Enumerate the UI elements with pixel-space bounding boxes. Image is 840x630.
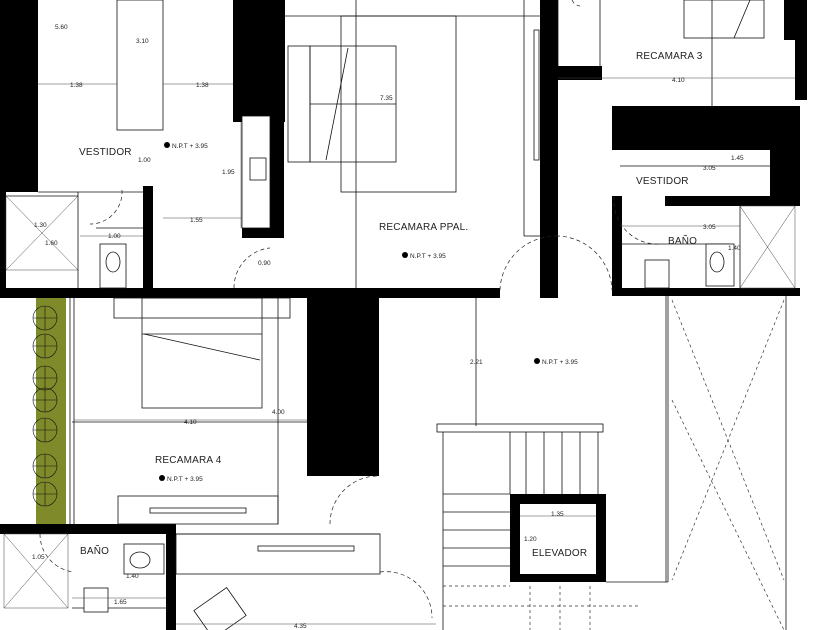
- room-label-bano-1: BAÑO: [80, 544, 109, 557]
- level-markers: N.P.T + 3.95 N.P.T + 3.95 N.P.T + 3.95 N…: [159, 142, 578, 483]
- wall-elev-bottom: [510, 574, 606, 582]
- dim-3-05-b: 3.05: [703, 224, 716, 231]
- armchair: [193, 587, 247, 630]
- dim-1-00-b: 1.00: [108, 233, 121, 240]
- dim-1-65: 1.65: [114, 599, 127, 606]
- wall-vestidor-ppal: [233, 0, 285, 122]
- wardrobe-strip: [533, 29, 540, 161]
- svg-text:N.P.T + 3.95: N.P.T + 3.95: [542, 359, 578, 366]
- wall-bano1-right: [166, 524, 176, 630]
- planter: [32, 298, 66, 524]
- headboard-recamara-4: [113, 297, 291, 319]
- dim-1-38-a: 1.38: [70, 82, 83, 89]
- room-label-recamara-3: RECAMARA 3: [636, 51, 703, 62]
- wall-left-mid: [0, 190, 6, 290]
- sink-bano-2: [644, 259, 670, 289]
- dim-4-35: 4.35: [294, 623, 307, 630]
- vanity-sink: [249, 157, 267, 181]
- lower-cabinet: [175, 533, 381, 575]
- wall-mid-right: [612, 288, 800, 296]
- door-swings: [39, 0, 663, 619]
- bed-recamara-4: [141, 297, 263, 409]
- stairs: [436, 423, 640, 630]
- room-label-recamara-4: RECAMARA 4: [155, 455, 222, 466]
- walls: [0, 0, 807, 630]
- wall-elev-top: [510, 494, 606, 504]
- dim-0-90: 0.90: [258, 260, 271, 267]
- svg-text:N.P.T + 3.95: N.P.T + 3.95: [167, 476, 203, 483]
- wall-lower-left: [0, 524, 176, 534]
- double-height-void: [671, 299, 785, 630]
- wall-column-foot: [242, 228, 284, 238]
- wall-elev-right: [596, 494, 606, 582]
- wall-elev-left: [510, 494, 520, 582]
- wall-bano2-left: [612, 196, 622, 294]
- level-marker-recamara-ppal: N.P.T + 3.95: [402, 252, 446, 260]
- wall-bano-right: [143, 186, 153, 290]
- room-label-elevador: ELEVADOR: [532, 548, 587, 559]
- main-bed-headboard: [287, 45, 311, 163]
- wall-bano2-top: [665, 196, 800, 206]
- level-marker-vestidor: N.P.T + 3.95: [164, 142, 208, 150]
- lower-shelf: [257, 545, 355, 552]
- dimension-lines: [38, 77, 795, 625]
- wall-left-top: [0, 0, 38, 192]
- dim-1-40-b: 1.40: [126, 573, 139, 580]
- wall-ppal-right: [540, 0, 558, 298]
- dim-2-21: 2.21: [470, 359, 483, 366]
- bed-recamara-3: [683, 0, 765, 39]
- dim-3-05-a: 3.05: [703, 165, 716, 172]
- dim-1-35: 1.35: [551, 511, 564, 518]
- dimension-labels: 5.60 3.10 1.38 1.38 1.00 1.95 1.55 1.30 …: [32, 24, 744, 630]
- shower-vestidor: [5, 195, 79, 271]
- wall-right-step: [770, 146, 800, 196]
- dim-1-55: 1.55: [190, 217, 203, 224]
- level-marker-hall: N.P.T + 3.95: [534, 358, 578, 366]
- room-label-vestidor-2: VESTIDOR: [636, 176, 689, 187]
- dim-1-38-b: 1.38: [196, 82, 209, 89]
- wall-mid-horizontal: [0, 288, 500, 298]
- wall-top-right-block: [784, 0, 806, 40]
- vestidor-island: [116, 0, 164, 131]
- svg-text:N.P.T + 3.95: N.P.T + 3.95: [172, 143, 208, 150]
- wall-r3-bottom-left: [558, 66, 602, 80]
- sink-bano-1: [83, 587, 109, 613]
- dim-3-10: 3.10: [136, 38, 149, 45]
- room-label-bano-2: BAÑO: [668, 234, 697, 247]
- dim-4-10-b: 4.10: [184, 419, 197, 426]
- room-label-recamara-ppal: RECAMARA PPAL.: [379, 222, 468, 233]
- desk-recamara-4: [117, 495, 279, 525]
- level-marker-recamara-4: N.P.T + 3.95: [159, 475, 203, 483]
- furniture: [3, 0, 796, 630]
- dim-4-00: 4.00: [272, 409, 285, 416]
- dim-1-95: 1.95: [222, 169, 235, 176]
- dim-7-35: 7.35: [380, 95, 393, 102]
- stair-landing-rail: [436, 423, 604, 433]
- room-labels: VESTIDOR RECAMARA PPAL. RECAMARA 3 VESTI…: [79, 51, 703, 559]
- dim-1-60: 1.60: [45, 240, 58, 247]
- wall-stair-core: [307, 298, 379, 476]
- wall-column-mid: [270, 116, 284, 234]
- wall-r3-bottom: [612, 106, 800, 150]
- dim-1-45: 1.45: [731, 155, 744, 162]
- shower-bano-2: [739, 205, 796, 289]
- dim-1-05: 1.05: [32, 554, 45, 561]
- dim-1-00-a: 1.00: [138, 157, 151, 164]
- dim-4-10-a: 4.10: [672, 77, 685, 84]
- dim-5-60: 5.60: [55, 24, 68, 31]
- dim-1-40-a: 1.40: [728, 245, 741, 252]
- svg-text:N.P.T + 3.95: N.P.T + 3.95: [410, 253, 446, 260]
- dim-1-30: 1.30: [34, 222, 47, 229]
- desk-shelf: [149, 507, 247, 514]
- dim-1-20: 1.20: [524, 536, 537, 543]
- room-label-vestidor-1: VESTIDOR: [79, 147, 132, 158]
